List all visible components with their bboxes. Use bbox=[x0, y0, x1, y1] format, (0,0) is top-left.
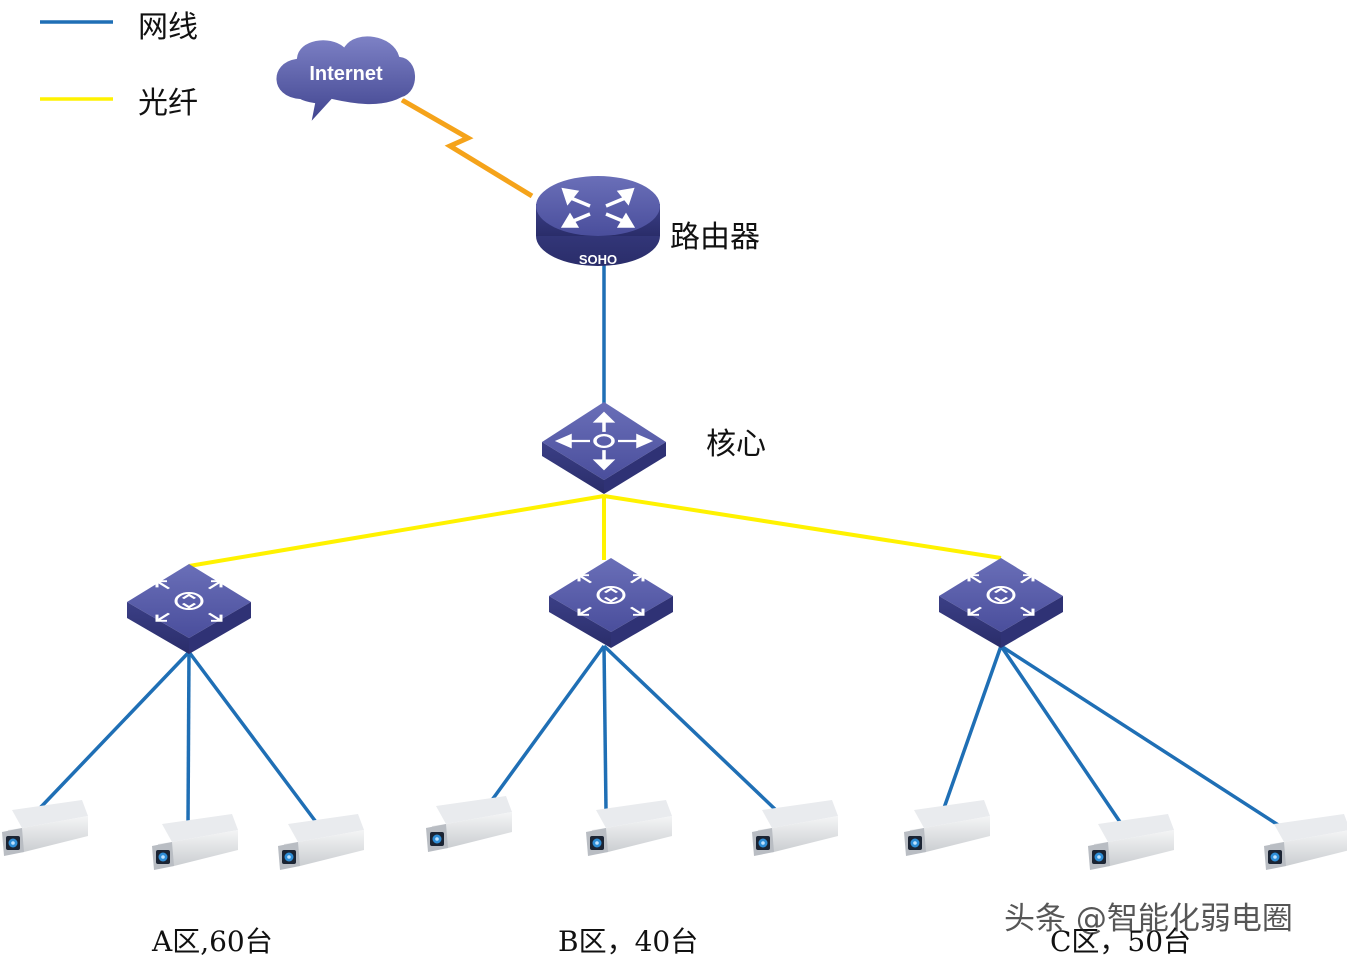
camera-icon bbox=[1088, 814, 1174, 870]
zone-b-links bbox=[490, 644, 780, 814]
internet-label: Internet bbox=[309, 63, 383, 85]
zone-a-label: A区,60台 bbox=[152, 925, 273, 958]
camera-icon bbox=[586, 800, 672, 856]
core-label: 核心 bbox=[706, 427, 766, 462]
camera-icon bbox=[2, 800, 88, 856]
wan-link bbox=[400, 97, 534, 199]
zone-a-links bbox=[38, 650, 318, 825]
legend-ethernet-label: 网线 bbox=[138, 10, 198, 45]
camera-icon bbox=[426, 796, 512, 852]
access-switch-a bbox=[125, 562, 253, 656]
router-label: 路由器 bbox=[670, 220, 760, 255]
zone-c-label: C区，50台 bbox=[1050, 925, 1192, 958]
cloud-icon bbox=[274, 34, 417, 128]
legend-fiber-label: 光纤 bbox=[138, 86, 198, 121]
watermark: 头条 @智能化弱电圈 bbox=[1004, 901, 1293, 937]
fiber-link-a bbox=[188, 494, 605, 568]
camera-icon bbox=[278, 814, 364, 870]
access-switch-b bbox=[547, 556, 675, 650]
fiber-link-c bbox=[603, 494, 1002, 560]
camera-icon bbox=[152, 814, 238, 870]
camera-icon bbox=[752, 800, 838, 856]
router-badge: SOHO bbox=[579, 252, 617, 267]
core-switch-icon bbox=[540, 400, 668, 496]
zone-c-links bbox=[942, 644, 1287, 832]
camera-icon bbox=[904, 800, 990, 856]
router-icon bbox=[536, 176, 660, 266]
access-switch-c bbox=[937, 556, 1065, 650]
zone-b-label: B区，40台 bbox=[558, 925, 699, 958]
